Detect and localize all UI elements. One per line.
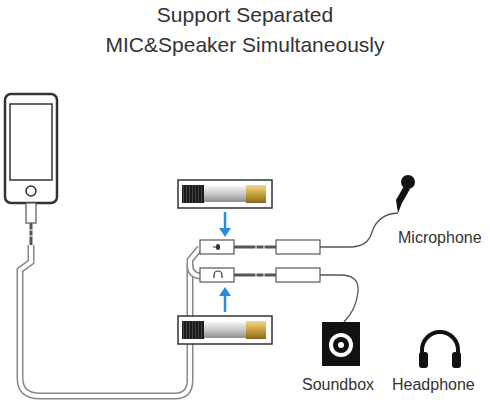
device-label: Soundbox bbox=[302, 375, 374, 395]
diagram-title: Support Separated MIC&Speaker Simultaneo… bbox=[103, 0, 388, 60]
soundbox-icon bbox=[322, 322, 360, 366]
phone-icon bbox=[5, 94, 57, 245]
adapter-bottom bbox=[178, 287, 272, 344]
headphone-icon bbox=[419, 332, 461, 368]
splitter-sockets bbox=[200, 240, 234, 282]
device-wires bbox=[320, 213, 398, 322]
device-label: Headphone bbox=[392, 375, 475, 395]
male-plugs bbox=[234, 240, 320, 282]
adapter-top bbox=[178, 180, 272, 237]
main-cable bbox=[20, 245, 200, 396]
device-label: Microphone bbox=[398, 228, 482, 248]
microphone-icon bbox=[396, 175, 415, 213]
